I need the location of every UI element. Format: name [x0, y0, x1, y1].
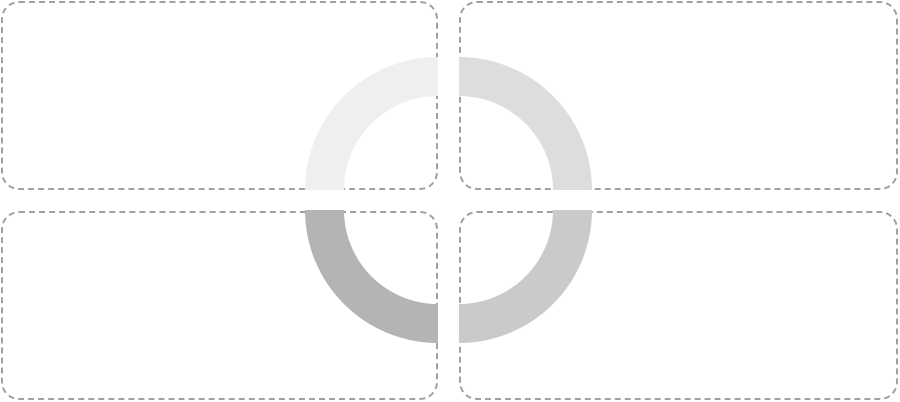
ring-segment-bottom-left	[305, 210, 438, 343]
ring-segment-bottom-right	[459, 210, 592, 343]
ring-segment-top-left	[305, 57, 438, 190]
ring-segment-top-right	[459, 57, 592, 190]
